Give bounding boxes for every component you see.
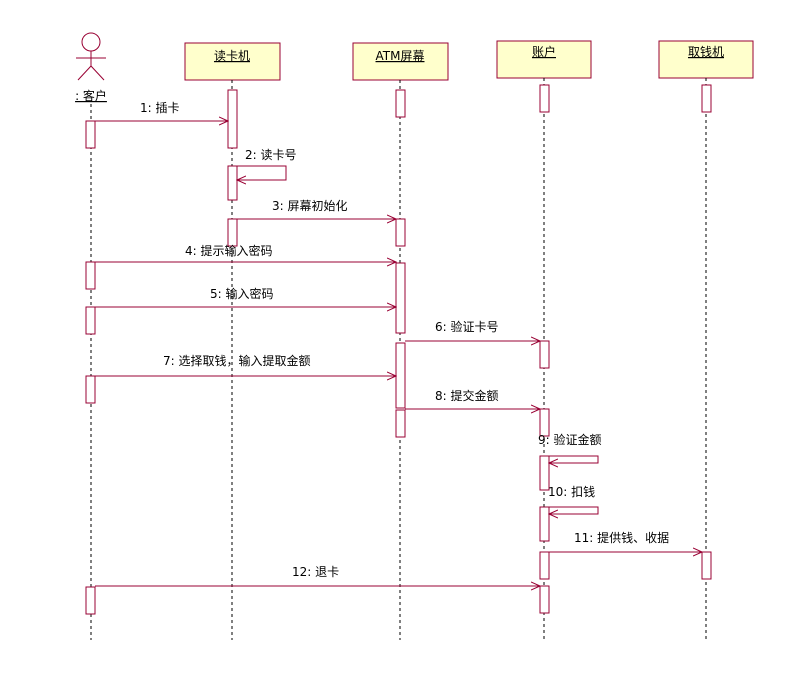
message-label: 1: 插卡 bbox=[140, 101, 180, 115]
activation-bar bbox=[395, 89, 406, 118]
object-label: 账户 bbox=[532, 44, 556, 59]
object-account[interactable]: 账户 bbox=[496, 40, 592, 79]
message-7[interactable]: 7: 选择取钱，输入提取金额 bbox=[95, 353, 396, 376]
object-box bbox=[496, 40, 592, 79]
object-box bbox=[352, 42, 449, 81]
activation-bar bbox=[85, 586, 96, 615]
message-4[interactable]: 4: 提示输入密码 bbox=[95, 243, 396, 262]
message-1[interactable]: 1: 插卡 bbox=[95, 101, 228, 121]
message-label: 11: 提供钱、收据 bbox=[574, 530, 669, 545]
message-label: 9: 验证金额 bbox=[538, 432, 602, 447]
activation-bar bbox=[85, 375, 96, 404]
object-box bbox=[658, 40, 754, 79]
activation-bar bbox=[85, 306, 96, 335]
activation-bar bbox=[701, 84, 712, 113]
actor-customer[interactable]: : 客户 bbox=[75, 32, 107, 103]
message-label: 8: 提交金额 bbox=[435, 388, 499, 403]
activation-bar bbox=[539, 340, 550, 369]
activation-bar bbox=[227, 89, 238, 149]
message-label: 10: 扣钱 bbox=[548, 484, 595, 499]
activation-bar bbox=[701, 551, 712, 580]
object-card-reader[interactable]: 读卡机 bbox=[184, 42, 281, 81]
activation-bar bbox=[227, 218, 238, 247]
message-arrow bbox=[237, 165, 287, 180]
message-3[interactable]: 3: 屏幕初始化 bbox=[237, 199, 396, 219]
message-8[interactable]: 8: 提交金额 bbox=[405, 388, 540, 409]
actor-label: : 客户 bbox=[75, 88, 107, 103]
actor-head bbox=[81, 32, 101, 52]
object-label: 读卡机 bbox=[214, 49, 250, 63]
actor-leg-left bbox=[77, 65, 92, 81]
message-2[interactable]: 2: 读卡号 bbox=[237, 148, 297, 180]
activation-bar bbox=[395, 262, 406, 334]
activation-bar bbox=[539, 551, 550, 580]
activation-bar bbox=[539, 585, 550, 614]
message-5[interactable]: 5: 输入密码 bbox=[95, 286, 396, 307]
object-label: 取钱机 bbox=[688, 44, 724, 59]
object-atm-screen[interactable]: ATM屏幕 bbox=[352, 42, 449, 81]
message-label: 4: 提示输入密码 bbox=[185, 243, 273, 258]
activation-bar bbox=[539, 455, 550, 491]
message-label: 6: 验证卡号 bbox=[435, 319, 499, 334]
object-box bbox=[184, 42, 281, 81]
activation-bar bbox=[395, 342, 406, 409]
message-label: 7: 选择取钱，输入提取金额 bbox=[163, 353, 311, 368]
activation-bar bbox=[395, 218, 406, 247]
message-arrow bbox=[549, 455, 599, 463]
activation-bar bbox=[85, 261, 96, 290]
message-6[interactable]: 6: 验证卡号 bbox=[405, 319, 540, 341]
object-label: ATM屏幕 bbox=[376, 49, 425, 63]
object-cash-dispenser[interactable]: 取钱机 bbox=[658, 40, 754, 79]
actor-leg-right bbox=[90, 65, 105, 81]
message-label: 2: 读卡号 bbox=[245, 148, 297, 162]
activation-bar bbox=[539, 506, 550, 542]
activation-bar bbox=[85, 120, 96, 149]
message-11[interactable]: 11: 提供钱、收据 bbox=[549, 530, 702, 552]
message-10[interactable]: 10: 扣钱 bbox=[548, 484, 599, 514]
activation-bar bbox=[227, 165, 238, 201]
message-9[interactable]: 9: 验证金额 bbox=[538, 432, 602, 463]
activation-bar bbox=[395, 409, 406, 438]
activation-bars bbox=[85, 84, 712, 615]
message-label: 3: 屏幕初始化 bbox=[272, 199, 348, 213]
message-12[interactable]: 12: 退卡 bbox=[95, 565, 540, 586]
activation-bar bbox=[539, 408, 550, 437]
activation-bar bbox=[539, 84, 550, 113]
message-label: 12: 退卡 bbox=[292, 565, 339, 579]
message-label: 5: 输入密码 bbox=[210, 286, 274, 301]
message-arrow bbox=[549, 506, 599, 514]
